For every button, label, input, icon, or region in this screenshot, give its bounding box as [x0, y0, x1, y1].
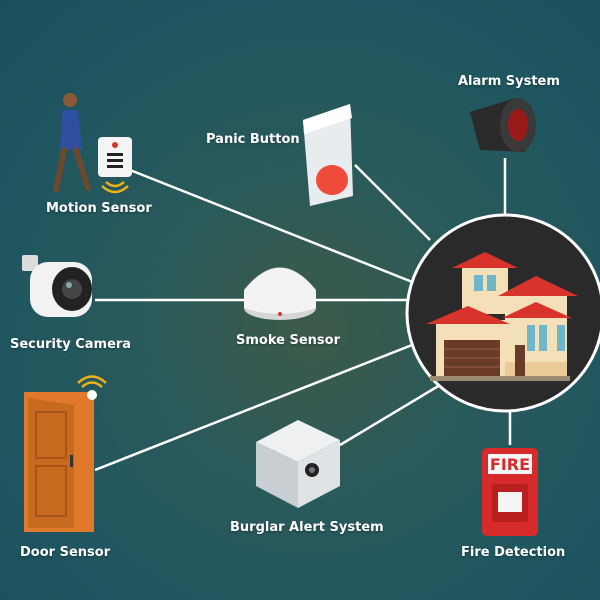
burglar-alert-icon [256, 420, 340, 508]
label-motion-sensor: Motion Sensor [46, 201, 152, 216]
label-burglar-alert: Burglar Alert System [230, 520, 384, 535]
motion-sensor-icon [53, 93, 132, 194]
label-smoke-sensor: Smoke Sensor [236, 333, 340, 348]
door-sensor-icon [24, 375, 107, 532]
label-door-sensor: Door Sensor [20, 545, 111, 560]
line-door-sensor [94, 343, 413, 472]
label-security-camera: Security Camera [10, 337, 132, 352]
label-panic-button: Panic Button [206, 132, 300, 147]
fire-sign-text: FIRE [490, 455, 530, 474]
line-burglar-alert [339, 383, 441, 447]
panic-button-icon [303, 104, 353, 206]
house-hub [405, 213, 600, 413]
line-motion-sensor [129, 168, 421, 287]
connection-lines [94, 158, 512, 472]
fire-detection-icon: FIRE [482, 448, 538, 536]
security-camera-icon [22, 255, 92, 317]
alarm-system-icon [470, 98, 536, 152]
label-alarm-system: Alarm System [458, 74, 560, 89]
label-fire-detection: Fire Detection [461, 545, 566, 560]
line-panic-button [354, 164, 431, 241]
house-icon [426, 252, 578, 381]
smoke-sensor-icon [244, 267, 316, 320]
